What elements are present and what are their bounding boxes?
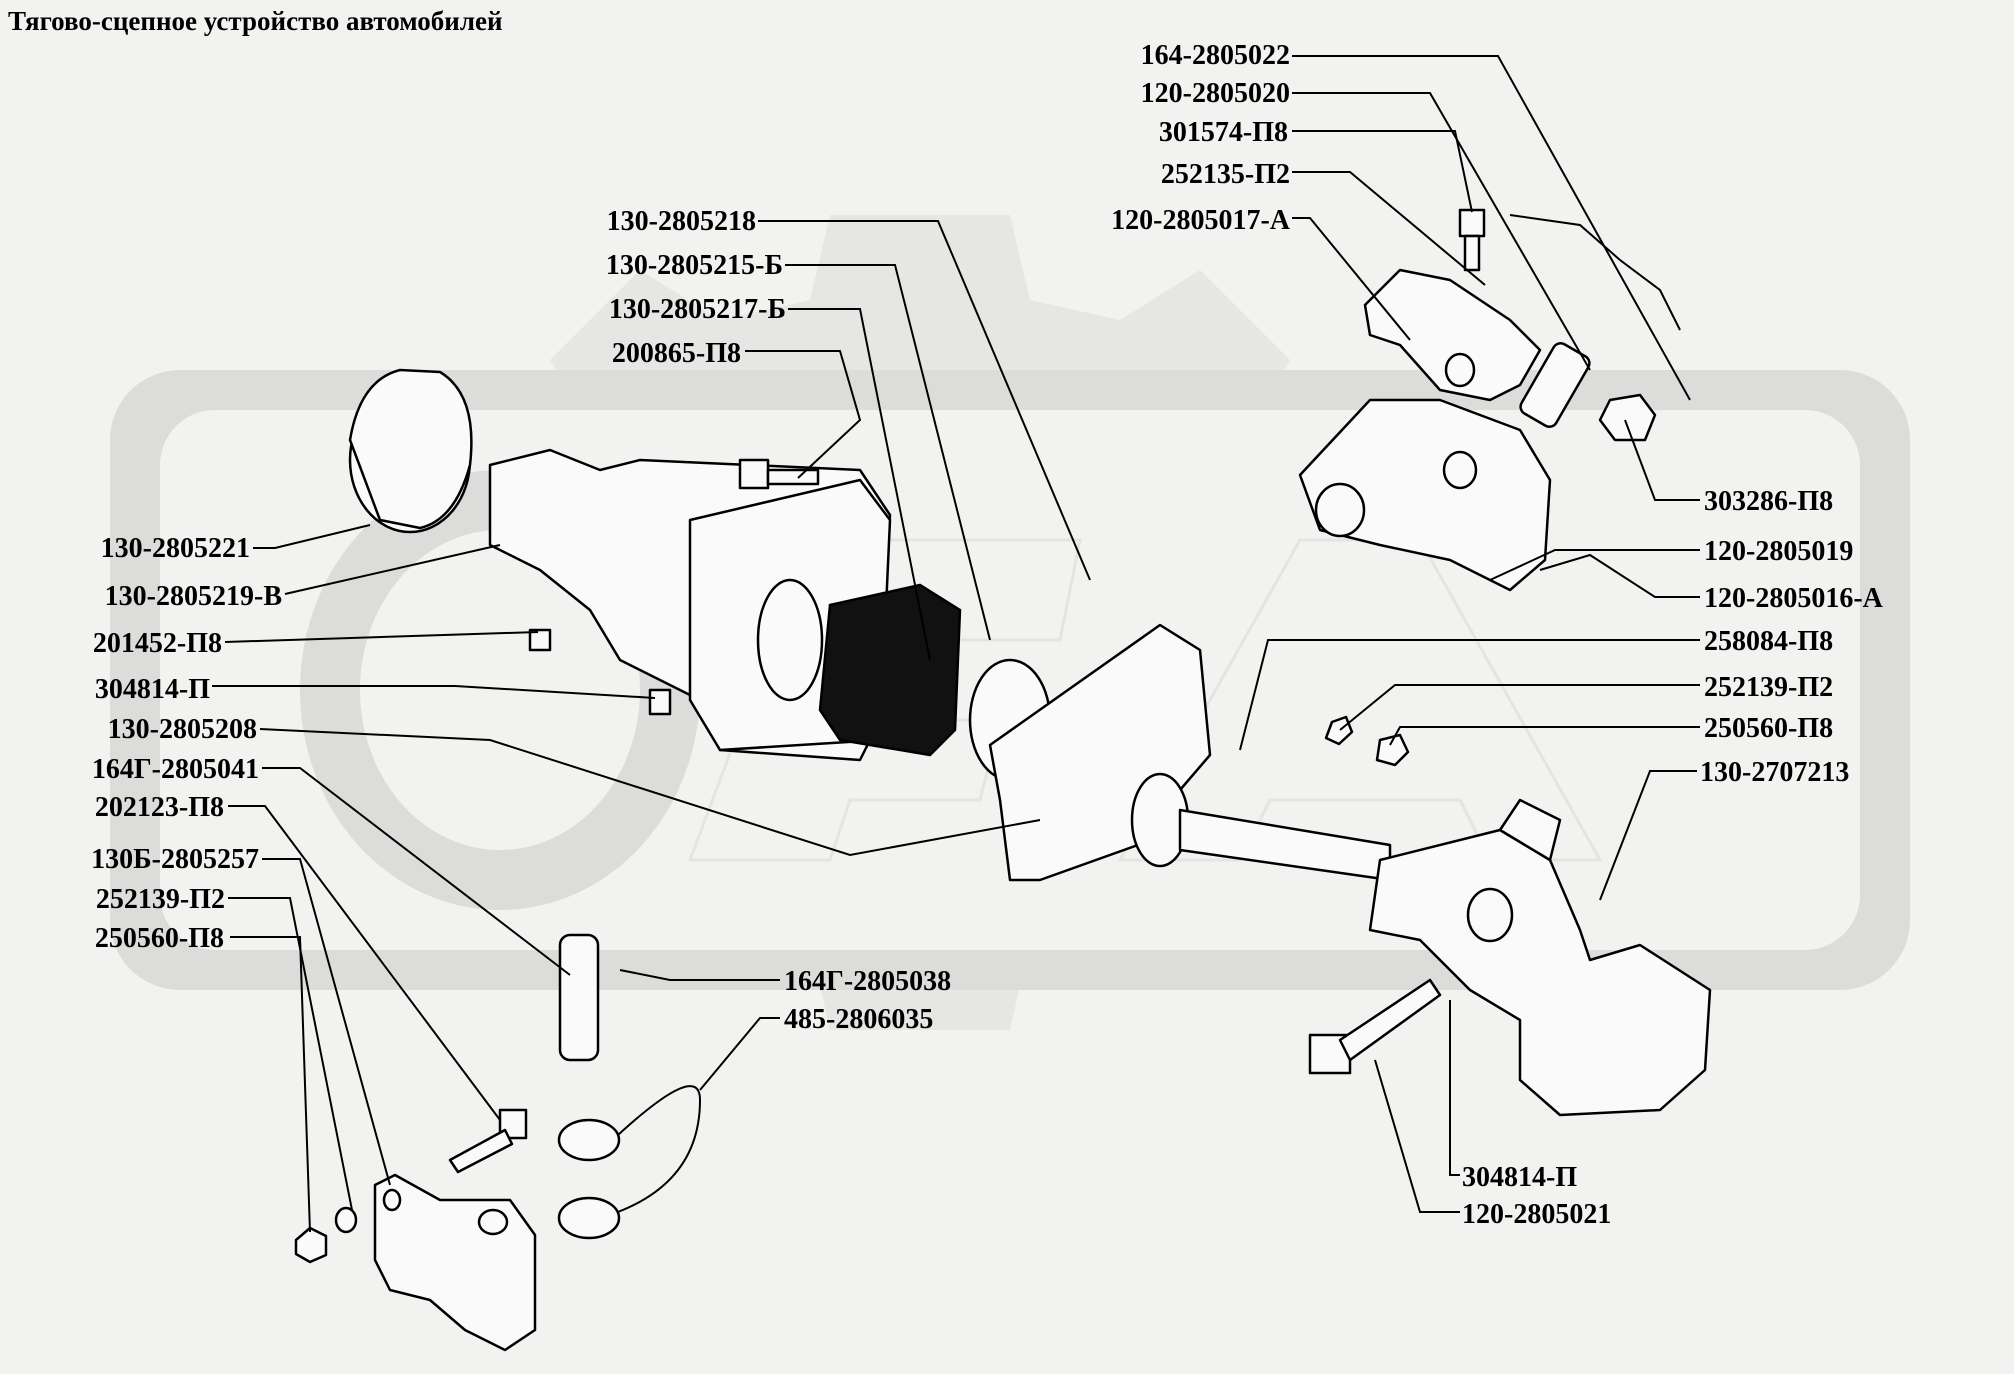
chain-pin [1509,214,1681,442]
part-label: 250560-П8 [1704,713,1833,744]
part-label: 202123-П8 [95,792,224,823]
part-label: 304814-П [95,674,210,705]
part-label: 164Г-2805038 [784,966,951,997]
part-label: 120-2805016-А [1704,583,1884,614]
part-label: 164-2805022 [1141,40,1290,71]
part-label: 250560-П8 [95,923,224,954]
part-label: 130-2707213 [1700,757,1849,788]
part-label: 130-2805219-В [105,581,282,612]
housing-assembly [488,448,892,762]
tow-hook [1368,798,1712,1117]
watermark-logo [110,215,1910,1030]
page-title: Тягово-сцепное устройство автомобилей [8,6,503,36]
part-label: 130-2805208 [108,714,257,745]
small-bolts [294,208,1486,1264]
part-label: 120-2805020 [1141,78,1290,109]
part-label: 301574-П8 [1159,117,1288,148]
part-label: 252139-П2 [1704,672,1833,703]
part-label: 485-2806035 [784,1004,933,1035]
shackle-and-pin [557,933,702,1240]
part-label: 120-2805021 [1462,1199,1611,1230]
cover-cap [348,368,473,534]
part-label: 252135-П2 [1161,159,1290,190]
part-label: 303286-П8 [1704,486,1833,517]
part-label: 120-2805019 [1704,536,1853,567]
part-label: 130-2805217-Б [609,294,786,325]
part-label: 252139-П2 [96,884,225,915]
part-labels: 164-2805022 120-2805020 301574-П8 252135… [91,40,1883,1230]
part-label: 130-2805218 [607,206,756,237]
leader-lines [212,55,1700,1233]
part-label: 130-2805215-Б [606,250,783,281]
part-label: 120-2805017-А [1111,205,1291,236]
hook-latch [1363,268,1542,402]
mount-bracket [373,1173,537,1352]
part-label: 258084-П8 [1704,626,1833,657]
part-label: 130-2805221 [101,533,250,564]
latch-bracket [1298,398,1552,592]
part-label: 200865-П8 [612,338,741,369]
part-label: 304814-П [1462,1162,1577,1193]
part-label: 164Г-2805041 [92,754,259,785]
part-label: 201452-П8 [93,628,222,659]
part-label: 130Б-2805257 [91,844,259,875]
